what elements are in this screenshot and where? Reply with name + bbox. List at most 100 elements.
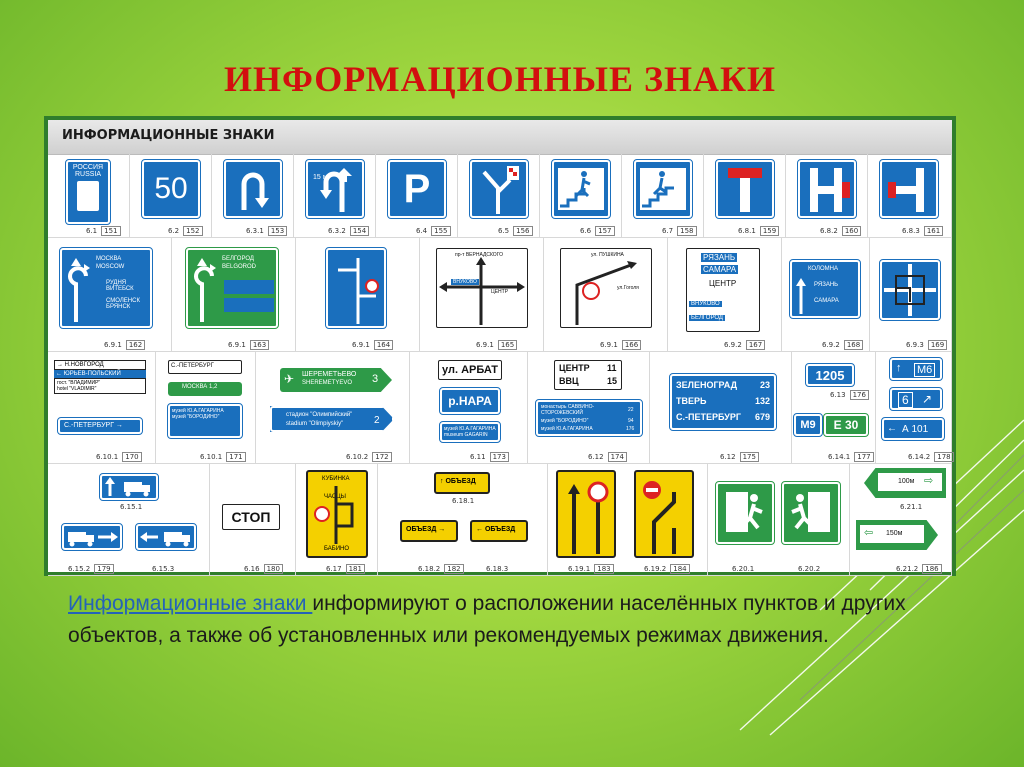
sign-6-18-2: ОБЪЕЗД →: [400, 520, 458, 542]
sign-text: РЯЗАНЬ: [814, 282, 839, 288]
dead-end-left-icon: [888, 168, 924, 212]
sign-text: 150м: [886, 530, 903, 537]
sign-text: КУБИНКА: [322, 476, 350, 482]
exit-runner-icon: ⇦: [864, 527, 874, 539]
sign-text: БЕЛГОРОД: [222, 256, 254, 262]
sign-text: ЗЕЛЕНОГРАД: [676, 380, 738, 390]
sign-text: САМАРА: [701, 265, 739, 274]
sign-6-2: 50: [141, 159, 201, 219]
sign-6-10-2-airport: ✈ ШЕРЕМЕТЬЕВО SHEREMETYEVO 3: [280, 368, 392, 392]
sign-cell-6-10-2: ✈ ШЕРЕМЕТЬЕВО SHEREMETYEVO 3 стадион "Ол…: [256, 352, 410, 464]
destination-plate: ← ЮРЬЕВ-ПОЛЬСКИЙ: [54, 370, 146, 378]
dead-end-right-icon: [810, 168, 850, 212]
sign-text: ул.Гоголя: [617, 285, 639, 291]
sign-text: пр-т ВЕРНАДСКОГО: [455, 252, 504, 258]
route-scheme-icon: [338, 258, 379, 324]
sign-6-15-3: [135, 523, 197, 551]
sign-6-12-blue: монастырь САВВИНО-СТОРОЖЕВСКИЙ 22 музей …: [535, 399, 643, 437]
sign-text: stadium "Olimpiyskiy": [286, 421, 344, 427]
sign-text: БЕЛГОРОД: [689, 315, 725, 321]
sign-6-14-1-route-e30: Е 30: [823, 413, 869, 437]
info-signs-link[interactable]: Информационные знаки: [68, 592, 313, 615]
sign-text: РУДНЯ ВИТЕБСК: [106, 280, 134, 292]
sign-6-9-2-white: РЯЗАНЬ САМАРА ЦЕНТР ВНУКОВО БЕЛГОРОД: [686, 248, 760, 332]
sign-6-8-3: [879, 159, 939, 219]
sign-cell-6-20: 6.20.1 6.20.2: [708, 464, 850, 576]
sign-cell-6-12-b: ЗЕЛЕНОГРАД 23 ТВЕРЬ 132 С.-ПЕТЕРБУРГ 679…: [650, 352, 792, 464]
speed-limits-plate: [77, 181, 99, 211]
sign-6-14-2-6: 6 ↗: [889, 387, 943, 411]
turnaround-icon: [320, 168, 352, 212]
sign-cell-6-10-1-b: С.-ПЕТЕРБУРГ МОСКВА 1,2 музей Ю.А.ГАГАРИ…: [156, 352, 256, 464]
sign-text: гост. "ВЛАДИМИР": [57, 380, 101, 386]
destination-plate: гост. "ВЛАДИМИР"hotel "VLADIMIR": [54, 378, 146, 394]
sign-6-15-2: [61, 523, 123, 551]
sign-cell-6-18: ↑ ОБЪЕЗД 6.18.1 ОБЪЕЗД → ← ОБЪЕЗД 6.18.2…: [378, 464, 548, 576]
caption: 6.15.3: [152, 565, 175, 573]
sign-6-9-3: [879, 259, 941, 321]
sign-6-18-3: ← ОБЪЕЗД: [470, 520, 528, 542]
sign-6-10-1-moscow: МОСКВА 1,2: [168, 382, 242, 396]
sign-text: РОССИЯ: [72, 164, 104, 171]
emergency-exit-right-icon: [781, 481, 841, 545]
sign-6-13-km: 1205: [805, 363, 855, 387]
traffic-scheme-icon: [884, 264, 936, 316]
diagonal-arrow-icon: [575, 261, 637, 325]
sign-6-9-1-green: БЕЛГОРОД BELGOROD: [185, 247, 279, 329]
sign-text: museum GAGARIN: [444, 432, 488, 438]
sign-6-10-1-spb-white: С.-ПЕТЕРБУРГ: [168, 360, 242, 374]
airplane-icon: ✈: [284, 372, 295, 386]
caption: 6.20.2: [798, 565, 821, 573]
sign-text: КОЛОМНА: [808, 266, 838, 272]
sign-text: ВНУКОВО: [451, 279, 479, 285]
parking-sign-icon: P: [387, 159, 447, 219]
crossroad-arrows-icon: [439, 257, 525, 325]
sign-text: 679: [754, 412, 770, 422]
sign-text: музей Ю.А.ГАГАРИНА: [541, 426, 593, 432]
description-text: информируют о расположении населённых пу…: [68, 592, 906, 647]
sign-6-19-2: [634, 470, 694, 558]
sign-6-9-1-detour: [325, 247, 387, 329]
sign-6-12-distances: ЗЕЛЕНОГРАД 23 ТВЕРЬ 132 С.-ПЕТЕРБУРГ 679: [669, 373, 777, 431]
sign-text: Н.НОВГОРОД: [64, 362, 104, 368]
sign-text: ул. ПУШКИНА: [591, 252, 624, 258]
slide-title: ИНФОРМАЦИОННЫЕ ЗНАКИ: [223, 59, 777, 99]
truck-arrow-right-icon: [68, 532, 118, 547]
sign-text: 94: [628, 418, 634, 424]
sign-text: MOSCOW: [96, 264, 125, 270]
sign-text: ЮРЬЕВ-ПОЛЬСКИЙ: [63, 371, 121, 377]
